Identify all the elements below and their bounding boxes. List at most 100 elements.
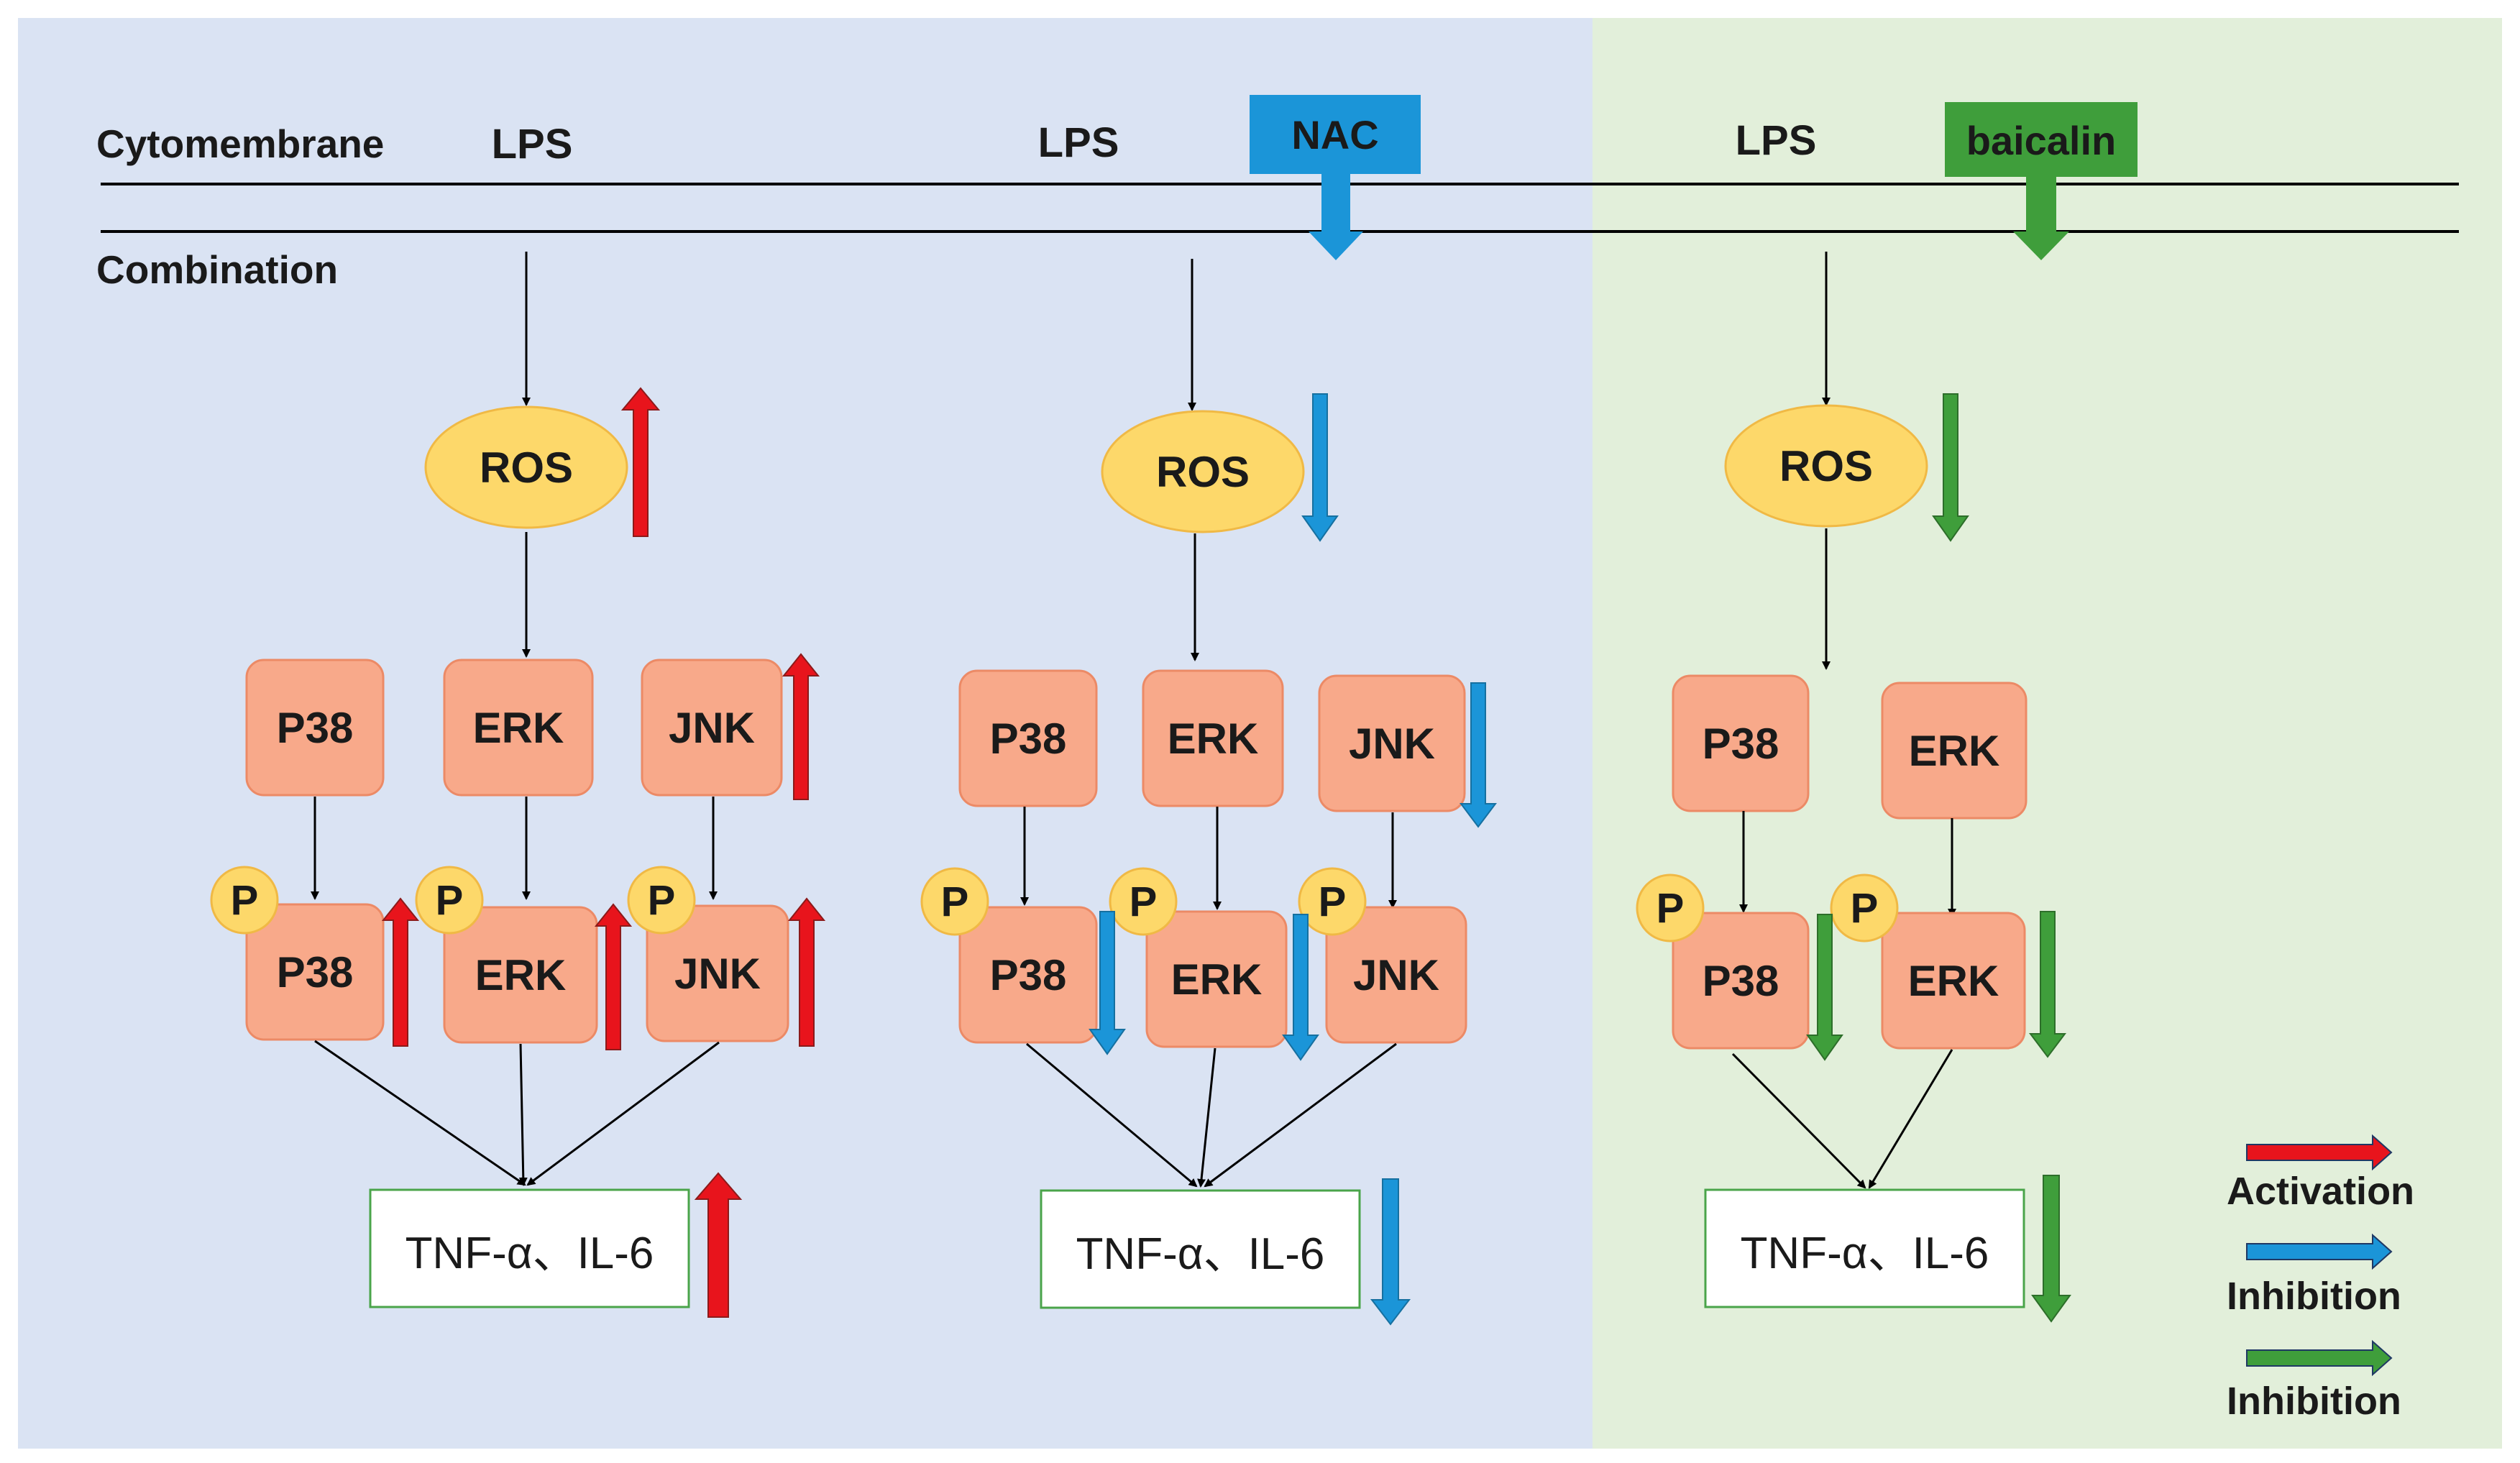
connector bbox=[526, 1041, 720, 1186]
kinase-node bbox=[641, 659, 783, 797]
phospho-kinase-node bbox=[646, 904, 789, 1042]
ros-label: ROS bbox=[479, 443, 574, 492]
kinase-label: ERK bbox=[472, 703, 564, 752]
baicalin-treatment-arrow bbox=[1945, 102, 2138, 260]
kinase-node bbox=[1318, 674, 1466, 812]
ligand-label: LPS bbox=[1037, 119, 1119, 166]
kinase-node bbox=[1142, 669, 1284, 807]
kinase-label: P38 bbox=[1702, 719, 1779, 768]
phospho-badge-label: P bbox=[1656, 884, 1685, 932]
legend-label-inhibition: Inhibition bbox=[2227, 1275, 2401, 1318]
phospho-badge-label: P bbox=[230, 876, 259, 924]
kinase-label: P38 bbox=[989, 714, 1067, 763]
kinase-node bbox=[1672, 674, 1810, 812]
up-arrow-icon bbox=[620, 387, 661, 537]
kinase-node bbox=[1881, 682, 2028, 820]
legend-activation-arrow-icon bbox=[2246, 1134, 2393, 1171]
legend-label-inhibition: Inhibition bbox=[2227, 1380, 2401, 1423]
phospho-badge bbox=[415, 866, 484, 935]
ligand-label: LPS bbox=[1735, 116, 1817, 164]
down-arrow-icon bbox=[2031, 1175, 2071, 1323]
up-arrow-icon bbox=[594, 903, 633, 1050]
connector bbox=[1197, 1047, 1217, 1188]
membrane-label-bottom: Combination bbox=[96, 247, 339, 292]
phospho-badge bbox=[1109, 867, 1178, 936]
kinase-node bbox=[443, 659, 594, 797]
phospho-badge bbox=[1636, 873, 1705, 943]
phospho-kinase-label: JNK bbox=[1352, 950, 1440, 999]
output-label: TNF-α、IL-6 bbox=[405, 1228, 654, 1278]
phospho-kinase-label: P38 bbox=[989, 950, 1067, 999]
kinase-label: P38 bbox=[276, 703, 354, 752]
phospho-badge bbox=[1298, 867, 1367, 936]
output-box bbox=[369, 1188, 690, 1308]
phospho-kinase-node bbox=[958, 906, 1098, 1044]
output-box bbox=[1040, 1189, 1361, 1309]
legend-inhibition-arrow-icon bbox=[2246, 1233, 2393, 1270]
phospho-badge-label: P bbox=[940, 878, 969, 925]
ros-node bbox=[1101, 410, 1305, 533]
phospho-kinase-node bbox=[1325, 906, 1467, 1044]
kinase-node bbox=[245, 659, 385, 797]
nac-treatment-arrow bbox=[1250, 95, 1421, 260]
connector bbox=[314, 1040, 526, 1186]
down-arrow-icon bbox=[1932, 393, 1969, 542]
change-arrows bbox=[381, 387, 2071, 1326]
output-box bbox=[1704, 1188, 2025, 1308]
phospho-kinase-node bbox=[1145, 910, 1288, 1048]
legend-arrows bbox=[2246, 1134, 2393, 1377]
phospho-badge-label: P bbox=[435, 876, 464, 924]
kinase-label: JNK bbox=[668, 703, 756, 752]
phospho-kinase-node bbox=[1672, 912, 1810, 1050]
up-arrow-icon bbox=[782, 653, 820, 800]
up-arrow-icon bbox=[381, 897, 420, 1047]
ligand-label: LPS bbox=[491, 120, 573, 168]
phospho-kinase-label: JNK bbox=[674, 949, 761, 998]
ros-node bbox=[1724, 404, 1928, 528]
up-arrow-icon bbox=[787, 897, 826, 1047]
connector bbox=[1731, 1052, 1866, 1189]
down-arrow-icon bbox=[1301, 393, 1339, 542]
down-arrow-icon bbox=[1370, 1178, 1411, 1326]
output-label: TNF-α、IL-6 bbox=[1076, 1229, 1325, 1279]
ros-node bbox=[424, 405, 628, 529]
down-arrow-icon bbox=[1806, 914, 1843, 1061]
treatment-label: NAC bbox=[1291, 111, 1379, 157]
legend-inhibition-arrow-icon bbox=[2246, 1339, 2393, 1377]
membrane-label-top: Cytomembrane bbox=[96, 121, 385, 166]
treatment-label: baicalin bbox=[1966, 117, 2117, 163]
phospho-badge-label: P bbox=[1318, 878, 1347, 925]
ros-label: ROS bbox=[1779, 441, 1874, 490]
legend-label-activation: Activation bbox=[2227, 1170, 2415, 1213]
kinase-label: JNK bbox=[1348, 719, 1436, 768]
phospho-kinase-node bbox=[1881, 912, 2026, 1050]
connector bbox=[518, 1043, 528, 1186]
down-arrow-icon bbox=[2029, 911, 2066, 1058]
down-arrow-icon bbox=[1460, 682, 1497, 828]
down-arrow-icon bbox=[1089, 911, 1126, 1055]
phospho-badge-label: P bbox=[647, 876, 676, 924]
phospho-badge bbox=[1830, 873, 1899, 943]
ros-label: ROS bbox=[1155, 447, 1250, 496]
phospho-kinase-node bbox=[245, 903, 385, 1041]
phospho-badge bbox=[210, 866, 279, 935]
phospho-kinase-label: P38 bbox=[276, 948, 354, 996]
kinase-label: ERK bbox=[1908, 726, 2000, 775]
connector bbox=[1868, 1049, 1953, 1189]
kinase-node bbox=[958, 669, 1098, 807]
output-label: TNF-α、IL-6 bbox=[1740, 1228, 1989, 1278]
phospho-kinase-label: ERK bbox=[1907, 956, 1999, 1005]
connector bbox=[1026, 1042, 1198, 1188]
up-arrow-icon bbox=[694, 1172, 743, 1318]
phospho-kinase-label: ERK bbox=[1170, 955, 1263, 1004]
phospho-badge bbox=[627, 866, 696, 935]
phospho-badge-label: P bbox=[1129, 878, 1158, 925]
phospho-badge bbox=[920, 867, 989, 936]
phospho-kinase-label: P38 bbox=[1702, 956, 1779, 1005]
down-arrow-icon bbox=[1282, 914, 1319, 1061]
phospho-kinase-label: ERK bbox=[475, 950, 567, 999]
phospho-kinase-node bbox=[443, 906, 598, 1044]
kinase-label: ERK bbox=[1167, 714, 1259, 763]
